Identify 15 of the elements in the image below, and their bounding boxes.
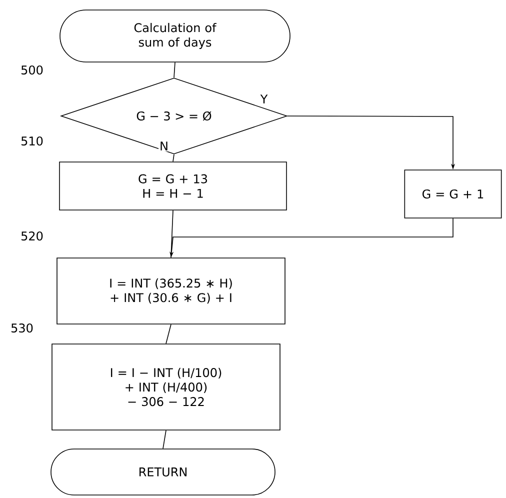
connector-line — [172, 154, 174, 162]
line-number: 530 — [11, 323, 33, 333]
process-box: I = INT (365.25 ∗ H) + INT (30.6 ∗ G) + I — [56, 258, 286, 324]
connector-line — [170, 210, 174, 258]
connector-line — [166, 324, 172, 344]
process-box: G = G + 1 — [404, 170, 502, 218]
line-number: 510 — [21, 136, 43, 146]
connector-line — [162, 430, 166, 449]
edge-label: Y — [260, 94, 268, 104]
line-number: 500 — [21, 65, 43, 75]
process-box: G = G + 13 H = H − 1 — [59, 162, 287, 210]
connector-line — [174, 62, 176, 78]
line-number: 520 — [21, 231, 43, 241]
process-box: I = I − INT (H/100) + INT (H/400) − 306 − 122 — [52, 344, 280, 430]
edge-label: N — [160, 142, 168, 150]
